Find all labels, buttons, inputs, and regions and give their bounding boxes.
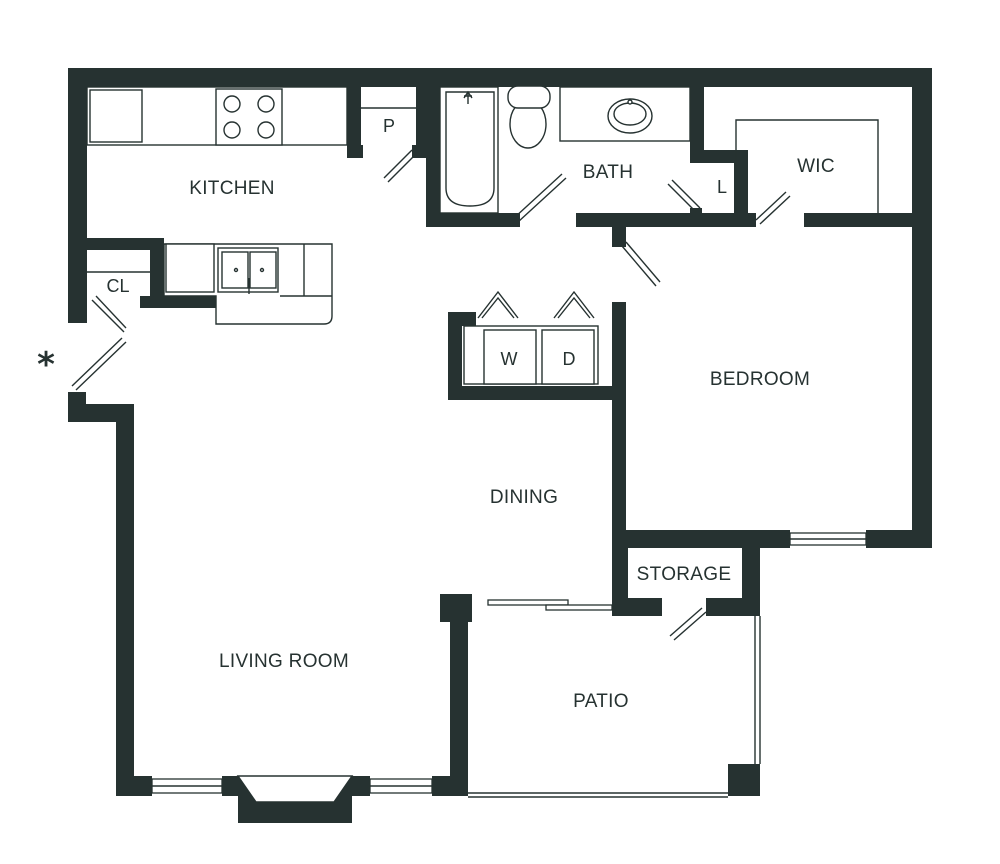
- label-kitchen: KITCHEN: [189, 178, 275, 199]
- label-bath: BATH: [583, 162, 633, 183]
- label-storage: STORAGE: [637, 564, 732, 585]
- label-dryer: D: [563, 349, 576, 369]
- walls: [68, 68, 932, 823]
- label-washer: W: [501, 349, 518, 369]
- label-wic: WIC: [797, 156, 835, 177]
- windows: [151, 532, 867, 794]
- label-bedroom: BEDROOM: [710, 369, 810, 390]
- sliding-door: [487, 599, 613, 611]
- washer-icon: [483, 329, 537, 385]
- label-dining: DINING: [490, 487, 558, 508]
- label-closet: CL: [106, 276, 129, 296]
- label-living-room: LIVING ROOM: [219, 651, 349, 672]
- toilet-icon: [507, 85, 551, 149]
- label-linen: L: [717, 177, 727, 197]
- refrigerator-icon: [89, 89, 143, 143]
- dryer-icon: [541, 329, 595, 385]
- label-pantry: P: [383, 116, 395, 136]
- laundry-appliances: [463, 325, 599, 385]
- doors: [71, 149, 791, 641]
- stove-icon: [215, 88, 283, 146]
- bath-fixtures: [439, 85, 691, 214]
- label-patio: PATIO: [573, 691, 629, 712]
- patio-railing: [468, 616, 761, 798]
- wic-shelf: [735, 119, 879, 213]
- kitchen-fixtures: [86, 86, 348, 325]
- entry-marker: *: [37, 345, 55, 385]
- dishwasher-icon: [165, 243, 215, 293]
